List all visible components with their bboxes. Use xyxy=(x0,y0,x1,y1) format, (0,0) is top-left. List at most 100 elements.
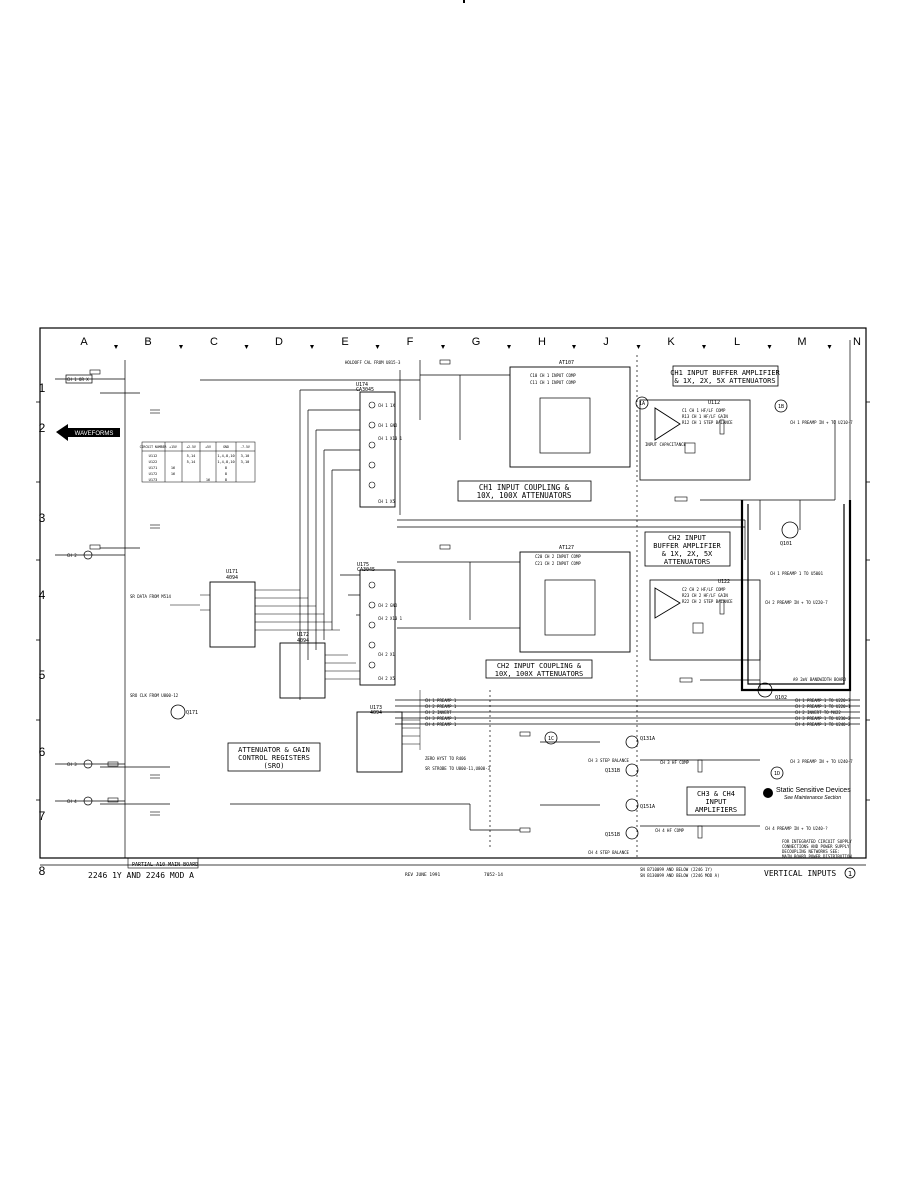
ic-note-line: CONNECTIONS AND POWER SUPPLY xyxy=(782,844,850,849)
ch2-input-label: CH 2 xyxy=(67,553,77,558)
q131a-label: Q131A xyxy=(640,736,655,742)
column-divider-marker xyxy=(375,345,380,349)
row-label: 4 xyxy=(39,588,46,602)
ch4-input-label: CH 4 xyxy=(67,799,77,804)
sheet-number: 1 xyxy=(848,870,852,878)
ic-note-line: DECOUPLING NETWORKS SEE: xyxy=(782,849,840,854)
preamp-item: CH 3 PREAMP 1 xyxy=(425,716,457,721)
column-label: D xyxy=(275,336,283,348)
supply-table-cell: 3,10 xyxy=(241,454,250,458)
ch2-input-comp-label: C20 CH 2 INPUT COMP xyxy=(535,554,581,559)
ch2-hf-gain-label: R23 CH 2 HF/LF GAIN xyxy=(682,593,728,598)
column-label: M xyxy=(797,336,806,348)
static-sub-label: See Maintenance Section xyxy=(784,795,841,801)
column-divider-marker xyxy=(636,345,641,349)
ch1-buffer-title: CH1 INPUT BUFFER AMPLIFIER & 1X, 2X, 5X … xyxy=(670,369,780,385)
ch2-buffer-title-box xyxy=(644,531,731,567)
column-divider-marker xyxy=(179,345,183,349)
column-divider-marker xyxy=(244,345,249,349)
ch2-buffer-title-line4: ATTENUATORS xyxy=(664,558,710,566)
serial-2-label: SN B130099 AND BELOW (2246 MOD A) xyxy=(640,873,719,878)
ch1-coupling-title-line1: CH1 INPUT COUPLING & xyxy=(479,483,570,492)
register-pins xyxy=(170,589,421,750)
output-item: CH 4 PREAMP 1 TO U240-2 xyxy=(795,722,851,727)
supply-table-header: +2.5V xyxy=(186,445,196,449)
ch2-gnd-label: CH 2 GND xyxy=(378,603,398,608)
q101-label: Q101 xyxy=(780,541,792,547)
at127-label: AT127 xyxy=(559,545,574,551)
a9-board-inner xyxy=(747,504,845,685)
column-divider-marker xyxy=(441,345,445,349)
wiring xyxy=(55,340,860,858)
u175-type: CA3045 xyxy=(357,567,375,573)
waveforms-tab[interactable]: WAVEFORMS xyxy=(56,424,120,441)
column-label: L xyxy=(734,336,740,348)
ch2-buffer-title: CH2 INPUT BUFFER AMPLIFIER & 1X, 2X, 5X … xyxy=(653,534,721,566)
board-label: PARTIAL A10 MAIN BOARD xyxy=(132,862,198,868)
svg-text:1C: 1C xyxy=(548,736,554,742)
row-label: 5 xyxy=(39,668,46,682)
ch2-coupling-title-line2: 10X, 100X ATTENUATORS xyxy=(495,670,584,678)
scan-mark xyxy=(463,0,465,3)
q171-label: Q171 xyxy=(186,710,198,716)
input-capacitance-label: INPUT CAPACITANCE xyxy=(645,442,687,447)
signal-labels: C10 CH 1 INPUT COMP C11 CH 1 INPUT COMP … xyxy=(130,360,853,855)
u174-label: U174 xyxy=(356,382,368,388)
at127-box xyxy=(519,551,631,653)
u122-box xyxy=(649,579,761,661)
sheet-number-circle xyxy=(844,867,856,879)
sheet-code-label: 7052-14 xyxy=(484,872,503,878)
supply-table-cell: 8 xyxy=(225,466,227,470)
q131b-label: Q131B xyxy=(605,768,620,774)
input-labels: CH 1 OR X CH 2 CH 3 CH 4 xyxy=(67,377,89,804)
column-label: N xyxy=(853,336,861,348)
holdoff-label: HOLDOFF CAL FROM U815-3 xyxy=(345,360,401,365)
column-label: B xyxy=(144,336,151,348)
ch3-ch4-title: CH3 & CH4 INPUT AMPLIFIERS xyxy=(695,790,737,814)
supply-table-header: +15V xyxy=(169,445,177,449)
ch2-x10-label: CH 2 X10 1 xyxy=(378,616,403,621)
column-divider-marker xyxy=(572,345,576,349)
column-label: K xyxy=(667,336,675,348)
ch3-ch4-title-line2: INPUT xyxy=(705,798,727,806)
supply-table-cell: 16 xyxy=(206,478,210,482)
supply-table-header: CIRCUIT NUMBER xyxy=(140,445,167,449)
u171-label: U171 xyxy=(226,569,238,575)
supply-table-header: +5V xyxy=(205,445,211,449)
column-label: C xyxy=(210,336,218,348)
serial-1-label: SN B710099 AND BELOW (2246 1Y) xyxy=(640,867,712,872)
preamp-item: CH 2 PREAMP 1 xyxy=(425,704,457,709)
u171-type: 4094 xyxy=(226,575,238,581)
registers-title: ATTENUATOR & GAIN CONTROL REGISTERS (SRO… xyxy=(238,746,310,770)
supply-table-cell: U171 xyxy=(149,466,158,470)
sheet-border xyxy=(39,327,867,859)
ch2-x1-label: CH 2 X1 xyxy=(378,652,395,657)
supply-table-cell: 8 xyxy=(225,478,227,482)
at107-inner xyxy=(539,397,591,454)
sr-strobe-label: SR STROBE TO U800-11,U800-3 xyxy=(425,766,491,771)
output-item: CH 1 PREAMP 1 TO U220-7 xyxy=(795,698,851,703)
ic-note-line: MAIN BOARD POWER DISTRIBUTION xyxy=(782,854,852,859)
ch3-preamp-label: CH 3 PREAMP IN + TO U240-7 xyxy=(790,759,853,764)
q102-symbol xyxy=(757,682,773,698)
at127-inner xyxy=(544,579,596,636)
column-label: A xyxy=(80,336,88,348)
ch1-input-label: CH 1 OR X xyxy=(67,377,89,382)
ic-note: FOR INTEGRATED CIRCUIT SUPPLY CONNECTION… xyxy=(782,839,852,859)
preamp-item: CH 4 PREAMP 1 xyxy=(425,722,457,727)
ch3-hf-label: CH 3 HF COMP xyxy=(660,760,689,765)
ch1-buffer-title-line2: & 1X, 2X, 5X ATTENUATORS xyxy=(674,377,775,385)
q151a-symbol xyxy=(625,798,639,812)
q101-symbol xyxy=(781,521,799,539)
ch3-ch4-title-line1: CH3 & CH4 xyxy=(697,790,735,798)
column-label: H xyxy=(538,336,546,348)
preamp-list: CH 1 PREAMP 1 CH 2 PREAMP 1 CH 2 INVERT … xyxy=(425,698,457,727)
u112-box xyxy=(639,399,751,481)
ch4-preamp-label: CH 4 PREAMP IN + TO U240-? xyxy=(765,826,828,831)
ch2-x5-label: CH 2 X5 xyxy=(378,676,395,681)
column-label: G xyxy=(472,336,481,348)
sr-clk-label: SRO CLK FROM U800-12 xyxy=(130,693,179,698)
u172-type: 4094 xyxy=(297,638,309,644)
u171-box xyxy=(209,581,256,648)
